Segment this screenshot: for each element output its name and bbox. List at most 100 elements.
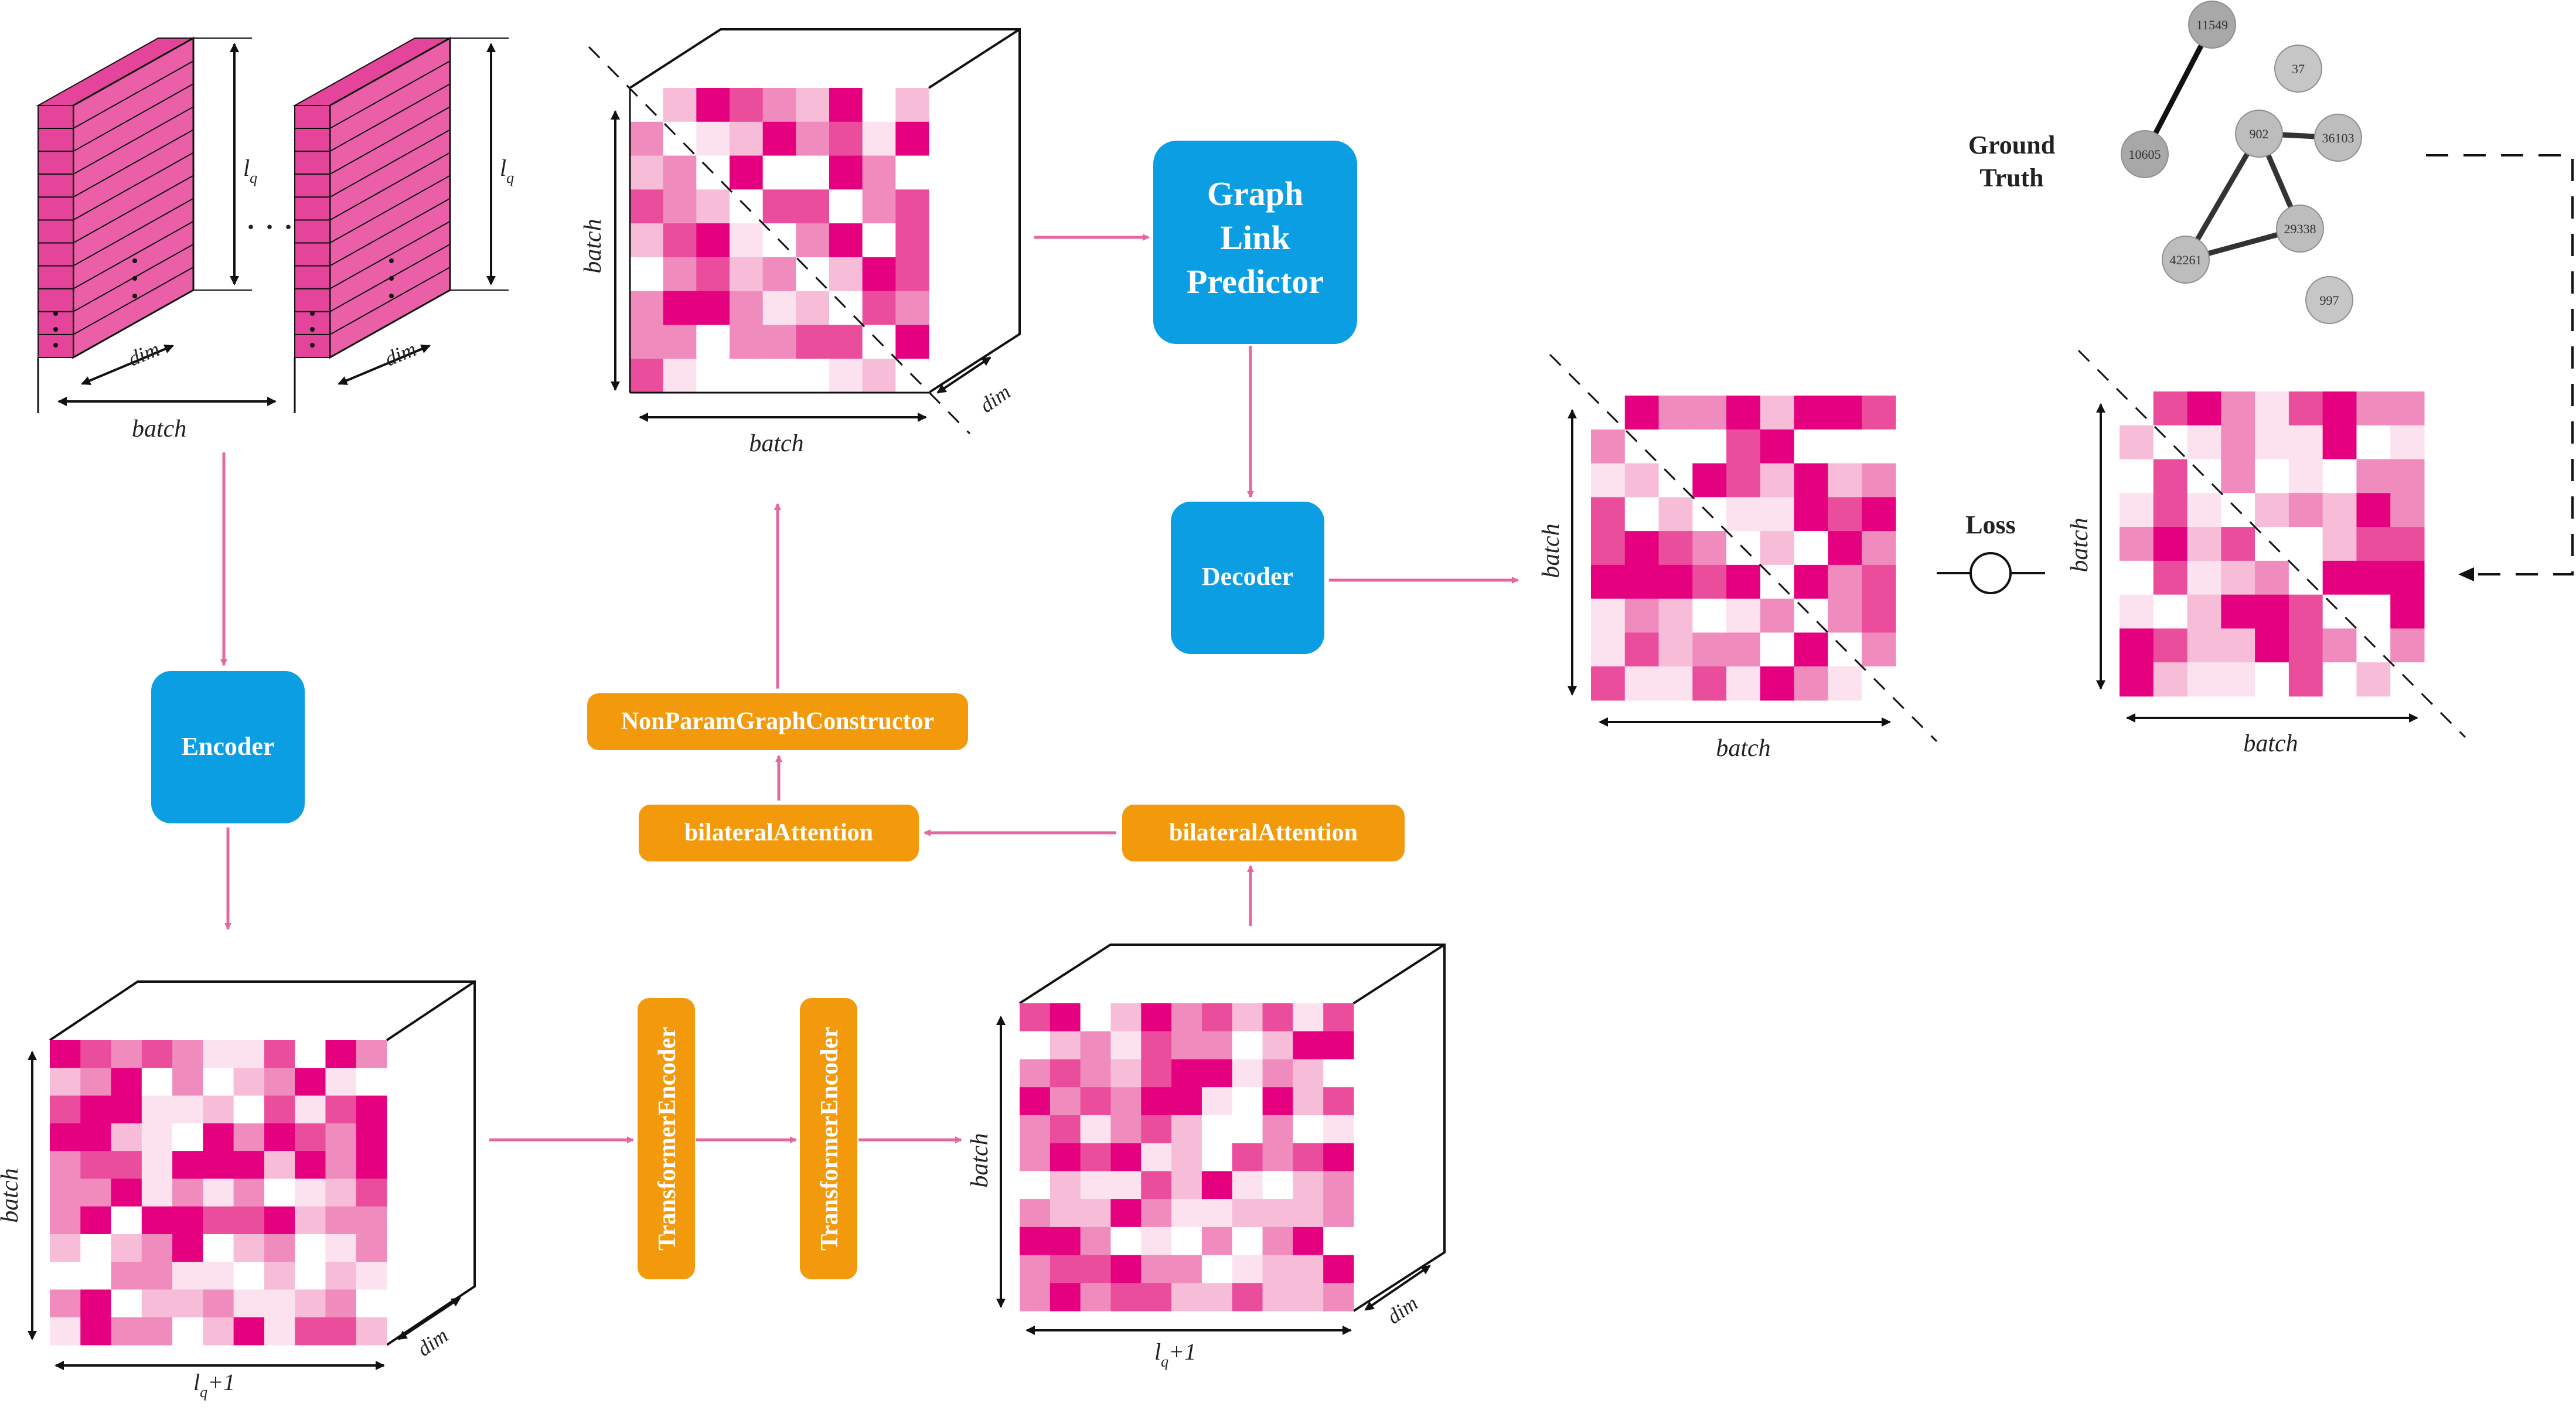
- matrix-cell: [1171, 1115, 1202, 1144]
- matrix-cell: [1171, 1255, 1202, 1283]
- loss-label: Loss: [1965, 510, 2016, 539]
- ground-truth-feedback-arrow: [2426, 154, 2574, 581]
- matrix-cell: [1020, 1031, 1051, 1060]
- matrix-cell: [50, 1262, 81, 1290]
- matrix-cell: [1862, 564, 1896, 600]
- matrix-cell: [2322, 527, 2357, 561]
- matrix-cell: [895, 223, 929, 258]
- matrix-cell: [2288, 391, 2323, 426]
- matrix-cell: [2120, 493, 2154, 527]
- matrix-cell: [1232, 1003, 1263, 1032]
- matrix-cell: [829, 88, 863, 122]
- matrix-cell: [696, 257, 730, 292]
- stack-row-line: [329, 267, 451, 335]
- matrix-cell: [1110, 1199, 1142, 1228]
- matrix-cell: [1323, 1003, 1354, 1032]
- matrix-cell: [50, 1234, 81, 1262]
- matrix-cell: [111, 1206, 142, 1235]
- stack-row-line: [73, 129, 194, 198]
- matrix-cell: [264, 1123, 295, 1152]
- matrix-cell: [1323, 1059, 1354, 1088]
- matrix-cell: [80, 1068, 112, 1096]
- matrix-cell: [2288, 425, 2323, 460]
- matrix-cell: [1760, 598, 1795, 633]
- matrix-cell: [2288, 459, 2323, 493]
- matrix-cell: [1591, 497, 1626, 532]
- matrix-cell: [2322, 560, 2357, 595]
- glp-line-3: Predictor: [1187, 263, 1324, 301]
- matrix-cell: [1323, 1171, 1354, 1200]
- matrix-cell: [80, 1040, 112, 1068]
- matrix-cell: [1828, 564, 1862, 600]
- matrix-cell: [630, 257, 664, 292]
- matrix-cell: [1262, 1227, 1293, 1256]
- matrix-cell: [1726, 666, 1761, 701]
- matrix-cell: [233, 1317, 265, 1346]
- nonparam-label: NonParamGraphConstructor: [621, 708, 934, 735]
- matrix-cell: [1293, 1143, 1324, 1171]
- matrix-cell: [1020, 1199, 1051, 1228]
- loss-node: Loss: [1937, 510, 2045, 594]
- matrix-cell: [1232, 1199, 1263, 1228]
- matrix-cell: [762, 121, 796, 156]
- matrix-cell: [1726, 497, 1761, 532]
- matrix-cell: [203, 1123, 234, 1152]
- matrix-cell: [2288, 662, 2323, 697]
- matrix-cell: [203, 1068, 234, 1096]
- matrix-cell: [696, 325, 730, 359]
- matrix-cell: [264, 1317, 295, 1346]
- stack-row: [38, 128, 74, 152]
- matrix-cell: [730, 325, 764, 359]
- matrix-cell: [325, 1179, 357, 1207]
- matrix-cell: [1080, 1059, 1111, 1088]
- matrix-cell: [1141, 1199, 1172, 1228]
- matrix-cell: [50, 1206, 81, 1235]
- matrix-cell: [2390, 628, 2425, 663]
- matrix-cell: [1624, 564, 1660, 600]
- matrix-cell: [1828, 531, 1862, 566]
- matrix-cell: [233, 1262, 265, 1290]
- matrix-cell: [1080, 1031, 1111, 1060]
- matrix-cell: [1262, 1283, 1293, 1312]
- matrix-cell: [1862, 598, 1896, 633]
- batch-axis-label: batch: [966, 1133, 993, 1187]
- matrix-cell: [1624, 666, 1660, 701]
- graph-edge: [2142, 23, 2214, 156]
- stack-row: [294, 173, 330, 198]
- stack-dot: [132, 294, 137, 298]
- matrix-cell: [325, 1095, 357, 1124]
- batch-axis-label: batch: [1538, 523, 1565, 578]
- matrix-cell: [2221, 425, 2255, 460]
- matrix-cell: [1201, 1031, 1233, 1060]
- matrix-cell: [2221, 527, 2255, 561]
- matrix-cell: [1171, 1031, 1202, 1060]
- matrix-cell: [80, 1262, 112, 1290]
- matrix-cell: [2255, 628, 2289, 663]
- matrix-cell: [1862, 632, 1896, 667]
- matrix-cell: [2120, 527, 2154, 561]
- dim-axis-arrow: [338, 345, 431, 385]
- matrix-cell: [663, 155, 697, 190]
- matrix-cell: [2390, 493, 2425, 527]
- batch-axis-label-bottom: batch: [1716, 735, 1770, 762]
- matrix-cell: [1050, 1143, 1081, 1171]
- matrix-cell: [829, 325, 863, 359]
- matrix-cell: [2288, 527, 2323, 561]
- cube-edge: [928, 28, 1021, 89]
- matrix-cell: [172, 1123, 203, 1152]
- matrix-cell: [1201, 1143, 1233, 1171]
- matrix-cell: [2322, 425, 2357, 460]
- matrix-cell: [829, 359, 863, 393]
- stack-dot: [53, 327, 58, 332]
- predicted-adjacency-matrix: batch batch: [1538, 353, 1938, 762]
- matrix-cell: [356, 1234, 387, 1262]
- matrix-cell: [1080, 1115, 1111, 1144]
- matrix-cell: [233, 1151, 265, 1179]
- matrix-cell: [295, 1289, 326, 1318]
- matrix-cell: [1141, 1227, 1172, 1256]
- matrix-cell: [172, 1095, 203, 1124]
- matrix-cell: [356, 1289, 387, 1318]
- matrix-cell: [80, 1206, 112, 1235]
